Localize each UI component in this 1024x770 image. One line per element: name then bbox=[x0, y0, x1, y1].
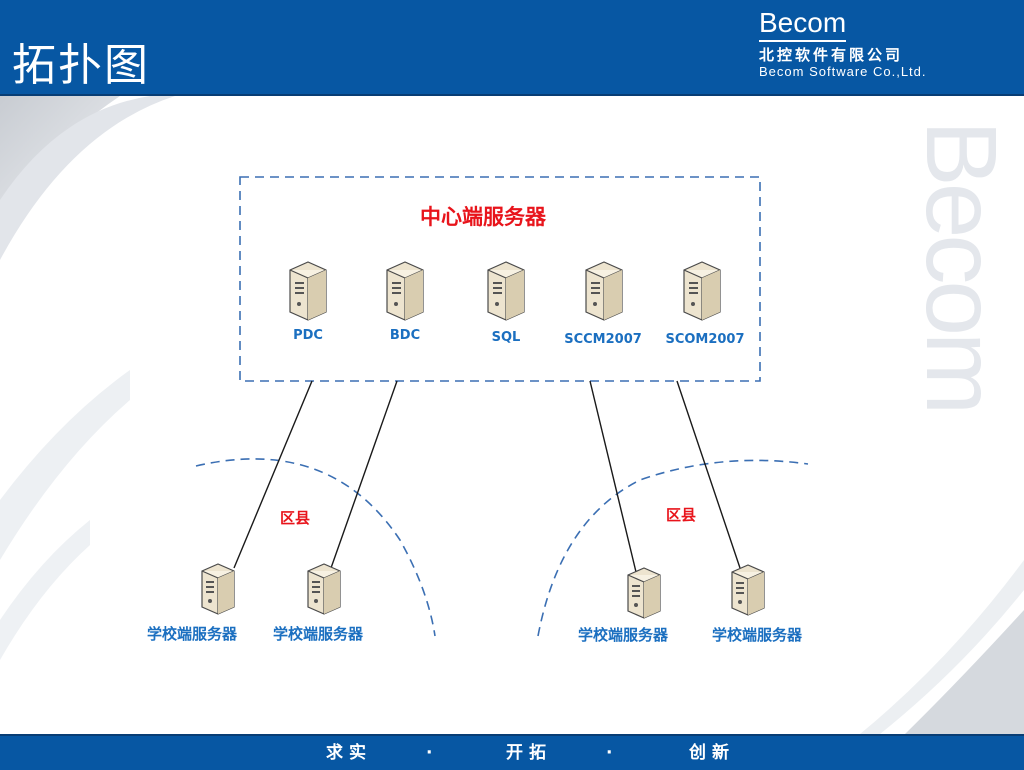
server-icon bbox=[683, 261, 721, 321]
region-left-arc bbox=[195, 458, 436, 637]
school-server-2 bbox=[304, 562, 344, 620]
header-bar: 拓扑图 Becom 北控软件有限公司 Becom Software Co.,Lt… bbox=[0, 0, 1024, 96]
server-icon bbox=[386, 261, 424, 321]
server-icon bbox=[487, 261, 525, 321]
server-label-sccm2007: SCCM2007 bbox=[564, 332, 642, 347]
server-icon bbox=[585, 261, 623, 321]
slogan-3: 创新 bbox=[689, 743, 735, 763]
link-scom-school-4 bbox=[676, 380, 741, 569]
page-title: 拓扑图 bbox=[12, 40, 150, 91]
school-label-4: 学校端服务器 bbox=[712, 626, 803, 644]
company-logo: Becom 北控软件有限公司 Becom Software Co.,Ltd. bbox=[759, 8, 927, 79]
server-pdc bbox=[286, 260, 330, 326]
slogan-separator: · bbox=[426, 743, 433, 763]
school-server-1 bbox=[198, 562, 238, 620]
server-sql bbox=[484, 260, 528, 326]
server-bdc bbox=[383, 260, 427, 326]
region-label-left: 区县 bbox=[280, 509, 311, 527]
server-label-scom2007: SCOM2007 bbox=[665, 332, 745, 347]
school-label-1: 学校端服务器 bbox=[147, 625, 238, 643]
server-icon bbox=[289, 261, 327, 321]
server-icon bbox=[627, 567, 661, 619]
server-icon bbox=[307, 563, 341, 615]
slogan-2: 开拓 bbox=[506, 743, 552, 763]
server-icon bbox=[201, 563, 235, 615]
server-label-sql: SQL bbox=[491, 330, 521, 345]
school-label-2: 学校端服务器 bbox=[273, 625, 364, 643]
center-server-title: 中心端服务器 bbox=[420, 205, 546, 229]
server-icon bbox=[731, 564, 765, 616]
school-label-3: 学校端服务器 bbox=[578, 626, 669, 644]
logo-wordmark: Becom bbox=[759, 8, 847, 42]
logo-company-en: Becom Software Co.,Ltd. bbox=[759, 64, 927, 79]
link-pdc-school-1 bbox=[233, 380, 313, 569]
school-server-4 bbox=[728, 563, 768, 621]
slogan-1: 求实 bbox=[326, 743, 372, 763]
server-label-pdc: PDC bbox=[293, 328, 323, 343]
region-right-arc bbox=[537, 459, 809, 637]
school-server-3 bbox=[624, 566, 664, 624]
center-dashed-box bbox=[239, 176, 761, 382]
footer-bar: 求实 · 开拓 · 创新 bbox=[0, 734, 1024, 770]
slogan-separator: · bbox=[606, 743, 613, 763]
link-bdc-school-2 bbox=[330, 380, 398, 569]
logo-company-cn: 北控软件有限公司 bbox=[759, 46, 904, 64]
server-label-bdc: BDC bbox=[389, 328, 421, 343]
region-label-right: 区县 bbox=[666, 506, 697, 524]
server-scom2007 bbox=[680, 260, 724, 326]
server-sccm2007 bbox=[582, 260, 626, 326]
watermark-text: Becom bbox=[905, 120, 1017, 412]
link-sccm-school-3 bbox=[589, 380, 637, 573]
